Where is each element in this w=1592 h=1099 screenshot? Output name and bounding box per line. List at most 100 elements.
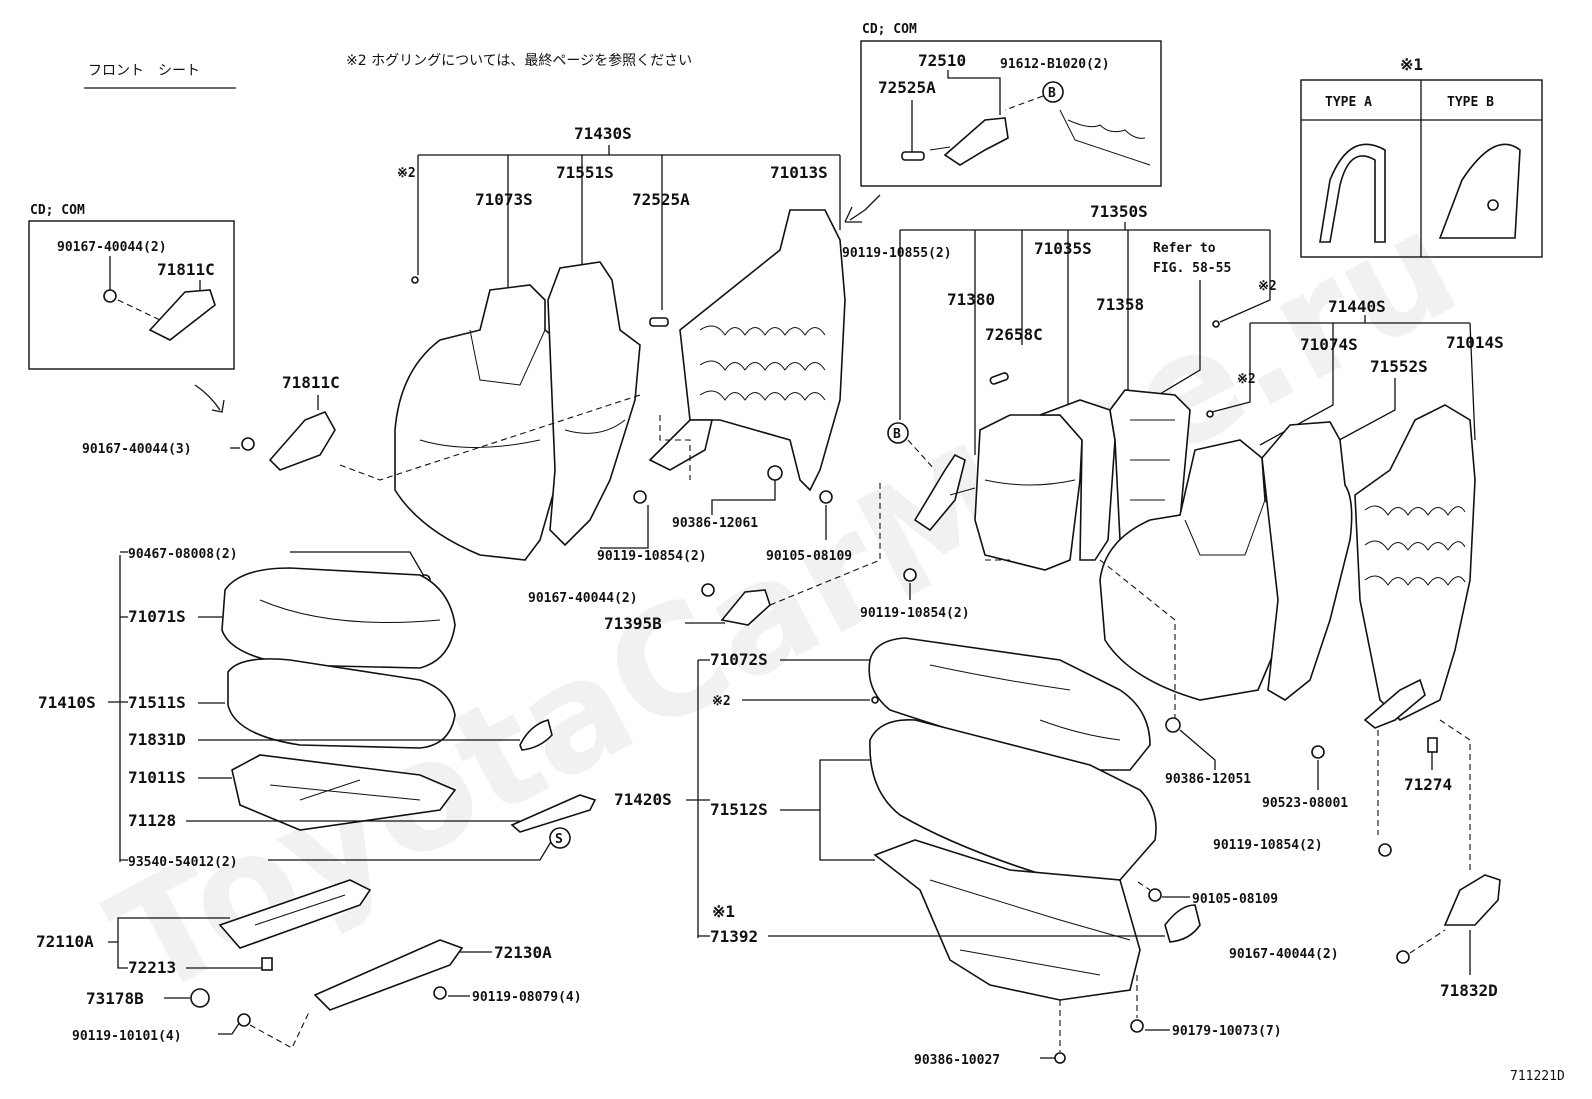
rail-72110A [218,879,372,949]
leader-72110A [108,917,230,969]
part-71395B: 71395B [604,614,662,633]
hog-ring-c [1206,410,1214,418]
bolt-90167-inset [103,289,117,303]
spring-b1 [1364,505,1466,516]
dash-90105-b [1137,881,1151,891]
dash-90167-2-c [1409,929,1446,954]
type-box-mark: ※1 [1400,55,1423,74]
note1: ※1 [712,902,735,921]
bracket-72510 [943,117,1009,166]
part-72510: 72510 [918,51,966,70]
arrow-from-left-inset [194,384,225,413]
bolt-90167-3 [241,437,255,451]
part-71014S: 71014S [1446,333,1504,352]
dash-bench-back [985,559,1176,720]
part-91612: 91612-B1020(2) [1000,57,1110,72]
seat-back-pad-71551S [547,261,641,547]
bolt-90105-b [1148,888,1162,902]
part-72658C: 72658C [985,325,1043,344]
seat-back-seam-a [419,439,541,448]
leader-72510 [947,70,1001,115]
spring-3 [699,390,826,401]
nut-90179 [1130,1019,1144,1033]
ref-circle-b [887,422,909,444]
part-71512S: 71512S [710,800,768,819]
ref-circle-b-inset-label: B [1048,86,1056,101]
bench-cushion-seams [929,664,1121,741]
cover-71832D [1443,874,1501,926]
hog-ring-d [871,696,879,704]
note2-c: ※2 [1237,372,1256,387]
part-90167-40044-3: 90167-40044(3) [82,442,192,457]
part-71430S: 71430S [574,124,632,143]
clip-90523 [1311,745,1325,759]
dash-71832D [1439,719,1471,870]
hog-ring-a [411,276,419,284]
part-90119-10855: 90119-10855(2) [842,246,952,261]
part-90105-08109-b: 90105-08109 [1192,892,1278,907]
cushion-frame-detail [269,779,421,801]
cushion-cover-71071S [221,567,456,669]
bench-frame-rungs [1130,419,1175,501]
leader-93540 [120,839,553,861]
pad-seam [564,419,626,434]
clip-72525A [649,317,669,327]
part-72525A: 72525A [632,190,690,209]
part-90119-10854-b: 90119-10854(2) [860,606,970,621]
dash-71395B [769,480,881,606]
recliner-bracket-right [1363,678,1426,729]
leader-note2-c [1211,323,1251,413]
leader-90386-12051 [1179,729,1216,770]
inset-variant-label-left: CD; COM [30,203,85,218]
type-a-label: TYPE A [1325,95,1372,110]
part-73178B: 73178B [86,989,144,1008]
part-71811C: 71811C [282,373,340,392]
leader-refer [1149,280,1201,401]
part-71071S: 71071S [128,607,186,626]
inset-box-left [28,220,235,370]
hog-ring-b [1212,320,1220,328]
spring-1 [699,325,826,336]
clip-72525A-inset [901,151,925,161]
cap-72213 [261,957,273,971]
part-71274: 71274 [1404,775,1452,794]
bracket-71380 [913,453,966,532]
rod-71380 [949,487,976,496]
bracket-71350S [900,222,1270,231]
page-title: フロント シート [88,63,200,79]
trim-71128 [510,794,597,833]
part-71074S: 71074S [1300,335,1358,354]
nut-90386-12051 [1165,717,1181,733]
part-90386-12061: 90386-12061 [672,516,758,531]
inset-box-top [860,40,1162,187]
dash-frame-left [659,415,691,480]
bench-back-side [1039,399,1116,561]
part-71410S: 71410S [38,693,96,712]
part-90167-40044-2-inset: 90167-40044(2) [57,240,167,255]
bench-cushion-frame [873,839,1141,1001]
type-b-label: TYPE B [1447,95,1494,110]
bolt-90167-2-c [1396,950,1410,964]
inset-variant-label-top: CD; COM [862,22,917,37]
part-72130A: 72130A [494,943,552,962]
bolt-90119-10854-a [633,490,647,504]
board-71392 [1164,904,1201,943]
part-72525A-inset: 72525A [878,78,936,97]
spring-b3 [1364,575,1466,586]
part-71011S: 71011S [128,768,186,787]
bench-back-seam [984,479,1076,486]
type-b-hole [1487,199,1499,211]
dash-90119-10101 [249,1009,311,1049]
note-hog-ring: ※2 ホグリングについては、最終ページを参照ください [346,52,692,69]
part-90179-10073: 90179-10073(7) [1172,1024,1282,1039]
part-71440S: 71440S [1328,297,1386,316]
refer-fig-label: FIG. 58-55 [1153,261,1231,276]
part-90523-08001: 90523-08001 [1262,796,1348,811]
bolt-90167-2-b [701,583,715,597]
cushion-seam [259,599,441,623]
nut-90386-12061 [767,465,783,481]
dash-circle-b [907,439,936,471]
ref-circle-s [549,827,571,849]
part-71035S: 71035S [1034,239,1092,258]
bench-back-pad-71035S [974,414,1083,571]
